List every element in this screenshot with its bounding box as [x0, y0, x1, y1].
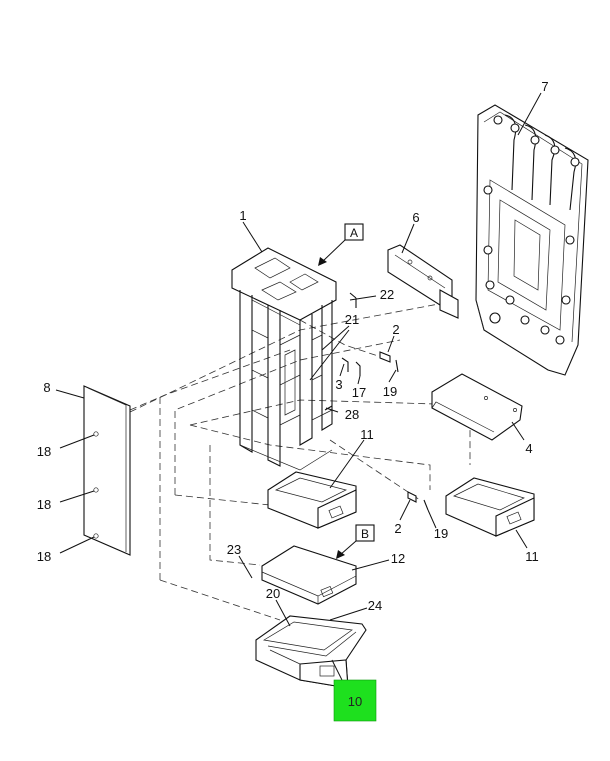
callout-6: 6 [412, 210, 419, 225]
highlight-box [333, 679, 377, 722]
part-11-drawer-right [445, 477, 535, 537]
callout-22: 22 [380, 287, 394, 302]
part-18-fastener-mid [93, 487, 99, 493]
callout-19-upper: 19 [383, 384, 397, 399]
callout-11-right: 11 [525, 549, 539, 564]
part-10-drawer-lower [255, 615, 367, 689]
callout-8: 8 [43, 380, 50, 395]
callout-11-left: 11 [360, 427, 374, 442]
callout-3: 3 [335, 377, 342, 392]
callout-28: 28 [345, 407, 359, 422]
part-2-clip-lower [407, 491, 417, 503]
part-4-shelf [431, 373, 523, 441]
callout-20: 20 [266, 586, 280, 601]
callout-1: 1 [239, 208, 246, 223]
fastener-parts [324, 292, 429, 511]
part-11-drawer-left [267, 471, 357, 529]
callout-18-mid: 18 [37, 497, 51, 512]
part-1-main-frame [231, 247, 337, 471]
callout-18-top: 18 [37, 444, 51, 459]
leader-lines [55, 92, 542, 681]
view-label-b: B [336, 524, 375, 559]
highlighted-callout-10[interactable]: 10 [333, 679, 377, 722]
callout-17: 17 [352, 385, 366, 400]
callout-12: 12 [391, 551, 405, 566]
part-12-tray [261, 545, 357, 605]
part-7-rear-panel [475, 104, 589, 376]
callout-2-lower: 2 [394, 521, 401, 536]
callout-labels: 1 7 6 22 21 2 3 17 19 28 4 11 11 2 19 8 … [37, 79, 549, 613]
part-22-screw [349, 292, 357, 308]
callout-4: 4 [525, 441, 532, 456]
svg-text:A: A [350, 226, 358, 240]
part-19-screw-upper [395, 359, 399, 373]
callout-23: 23 [227, 542, 241, 557]
svg-text:B: B [361, 527, 369, 541]
assembly-guide-lines [129, 299, 471, 621]
part-17-screw [355, 361, 361, 376]
callout-24: 24 [368, 598, 382, 613]
part-28-pin [324, 405, 333, 411]
callout-10: 10 [348, 694, 362, 709]
part-18-fastener-top [93, 431, 99, 437]
callout-19-lower: 19 [434, 526, 448, 541]
callout-21: 21 [345, 312, 359, 327]
part-3-screw [341, 357, 349, 372]
part-19-screw-lower [423, 499, 429, 511]
part-18-fastener-bottom [93, 533, 99, 539]
callout-7: 7 [541, 79, 548, 94]
part-2-clip-upper [379, 351, 391, 363]
part-8-side-panel [83, 385, 131, 556]
callout-2-upper: 2 [392, 322, 399, 337]
view-label-a: A [318, 223, 364, 266]
part-6-bracket [387, 244, 459, 319]
callout-18-bottom: 18 [37, 549, 51, 564]
